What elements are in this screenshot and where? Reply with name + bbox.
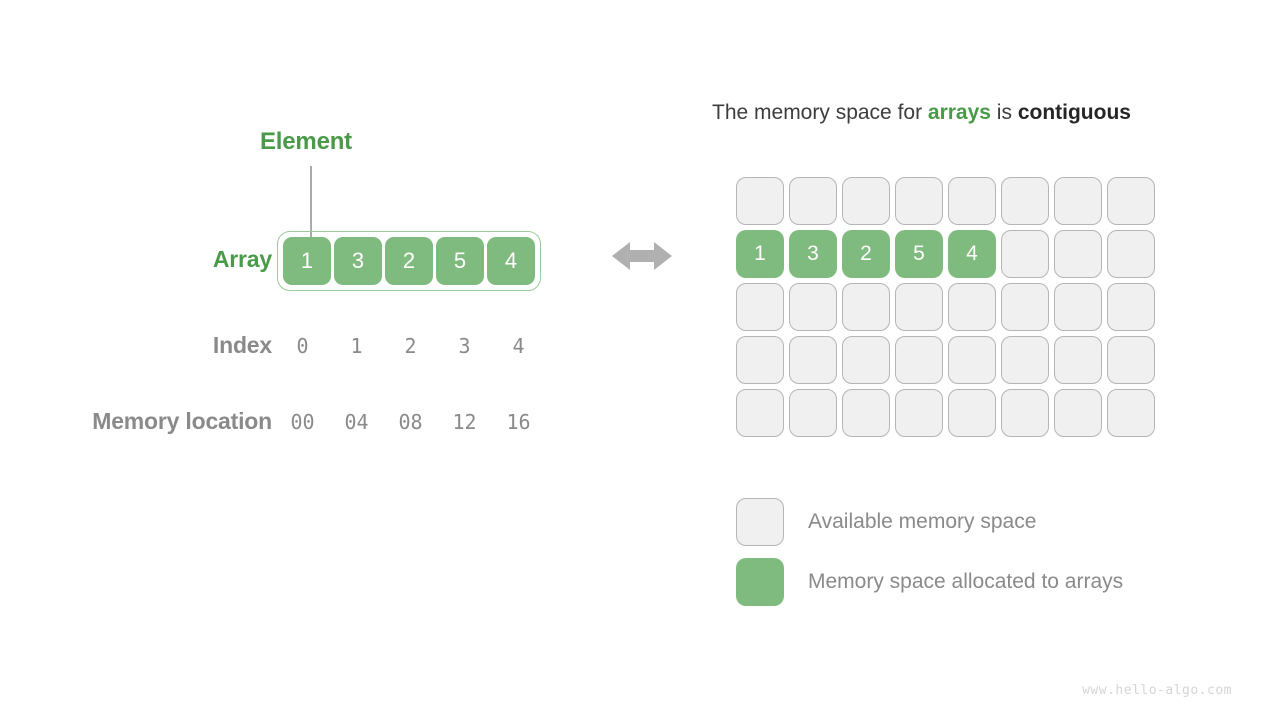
memory-cell-available [842,336,890,384]
memory-cell-available [1001,283,1049,331]
memory-cell-available [895,336,943,384]
memory-cell-available [789,336,837,384]
title-part-2: is [990,101,1018,124]
memory-location-row-label: Memory location [92,408,272,434]
memory-cell-available [1107,230,1155,278]
legend-label: Memory space allocated to arrays [808,570,1124,593]
memory-values-row: 00 04 08 12 16 [277,410,544,434]
memory-cell-available [1001,177,1049,225]
legend-row: Memory space allocated to arrays [736,552,1123,612]
index-value: 1 [350,334,363,358]
memory-cell-allocated: 1 [736,230,784,278]
memory-cell-available [895,177,943,225]
memory-cell-available [948,389,996,437]
array-cell: 1 [283,237,331,285]
title-keyword-arrays: arrays [927,101,991,124]
legend-swatch-allocated [736,558,784,606]
memory-cell-available [1054,230,1102,278]
memory-cell-available [1107,177,1155,225]
memory-cell-available [842,177,890,225]
memory-cell-available [842,283,890,331]
index-value: 2 [404,334,417,358]
memory-cell-available [1001,336,1049,384]
array-cell: 5 [436,237,484,285]
memory-location-value: 00 [290,410,315,434]
index-row-label: Index [212,332,272,358]
memory-cell-available [1107,389,1155,437]
memory-cell-available [1107,336,1155,384]
memory-cell-available [1054,336,1102,384]
memory-cell-available [1001,389,1049,437]
array-cell: 2 [385,237,433,285]
memory-cell-available [1001,230,1049,278]
memory-cell-allocated: 2 [842,230,890,278]
array-cell: 3 [334,237,382,285]
legend-row: Available memory space [736,492,1123,552]
memory-location-value: 08 [398,410,423,434]
array-cell: 4 [487,237,535,285]
memory-cell-available [789,283,837,331]
memory-cell-available [895,389,943,437]
memory-cell-available [948,283,996,331]
double-headed-arrow-icon [612,238,672,274]
index-value: 4 [512,334,525,358]
memory-cell-available [736,177,784,225]
element-callout-connector-line [310,166,312,238]
memory-cell-available [1107,283,1155,331]
memory-cell-allocated: 5 [895,230,943,278]
memory-cell-allocated: 3 [789,230,837,278]
element-callout-label: Element [260,128,352,155]
memory-cell-available [789,389,837,437]
title-part-1: The memory space for [712,101,928,124]
index-value: 0 [296,334,309,358]
memory-location-value: 16 [506,410,531,434]
memory-cell-available [948,177,996,225]
title-keyword-contiguous: contiguous [1017,101,1131,124]
memory-cell-available [1054,389,1102,437]
memory-cell-available [948,336,996,384]
memory-cell-available [842,389,890,437]
memory-cell-available [736,389,784,437]
index-value: 3 [458,334,471,358]
memory-cell-available [1054,177,1102,225]
memory-cell-available [789,177,837,225]
memory-cell-available [1054,283,1102,331]
watermark-url: www.hello-algo.com [1082,683,1232,698]
memory-location-value: 04 [344,410,369,434]
memory-cell-allocated: 4 [948,230,996,278]
memory-cell-available [736,283,784,331]
legend-label: Available memory space [808,510,1037,533]
memory-location-value: 12 [452,410,477,434]
memory-title: The memory space for arrays is contiguou… [712,101,1131,125]
index-values-row: 0 1 2 3 4 [277,334,544,358]
memory-cell-available [736,336,784,384]
legend-swatch-available [736,498,784,546]
memory-cell-available [895,283,943,331]
array-row-label: Array [212,246,272,272]
